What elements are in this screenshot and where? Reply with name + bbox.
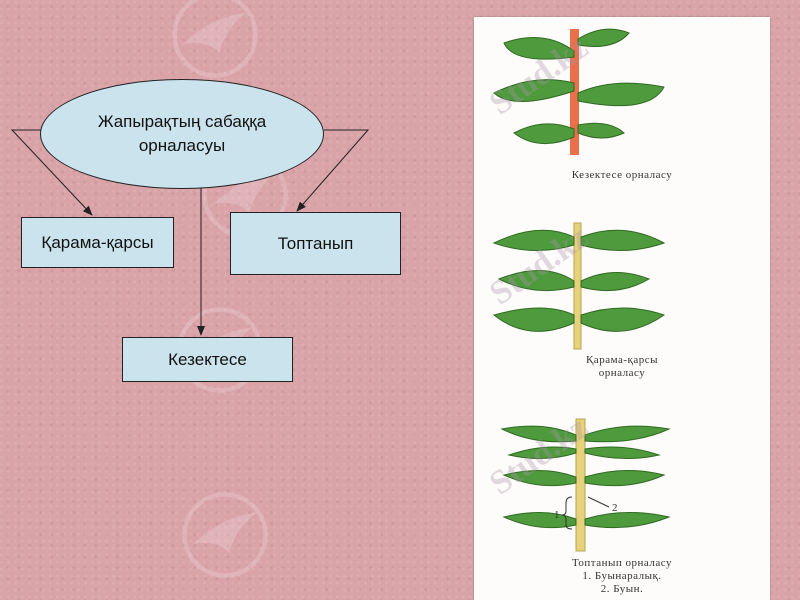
leaf <box>492 229 575 251</box>
leaf <box>584 425 671 443</box>
node-kezektese: Кезектесе <box>122 337 293 382</box>
stem-orange <box>570 29 579 155</box>
leaf <box>584 470 666 487</box>
caption-whorled-line3: 2. Буын. <box>600 583 644 595</box>
caption-opposite-line1: Қарама-қарсы <box>585 354 659 366</box>
node-qarama-qarsy: Қарама-қарсы <box>21 217 174 268</box>
leaf <box>502 469 577 487</box>
marker-1: 1 <box>554 509 560 521</box>
node-kezektese-label: Кезектесе <box>168 349 247 369</box>
leaf <box>513 123 575 145</box>
stem-yellow <box>573 222 582 350</box>
leaf <box>502 511 577 529</box>
leaf <box>577 122 625 139</box>
caption-whorled-line2: 1. Буынаралық. <box>582 570 662 582</box>
leaf <box>584 512 671 529</box>
node-pointer <box>587 496 610 508</box>
center-node: Жапырақтың сабаққа орналасуы <box>40 79 324 189</box>
leaf <box>507 446 577 460</box>
leaf <box>584 446 661 460</box>
watermark-bird-logo-1 <box>172 0 258 78</box>
leaf <box>503 37 575 60</box>
leaf <box>577 82 665 107</box>
node-toptanyp-label: Топтанып <box>277 233 354 253</box>
leaf <box>580 307 666 332</box>
plant-opposite-illustration <box>492 222 666 350</box>
leaf <box>580 271 651 292</box>
plant-whorled-illustration: 1 2 <box>500 418 671 552</box>
leaf <box>580 229 666 251</box>
arrow-to-toptanyp <box>296 129 370 212</box>
plant-alternate-illustration <box>493 28 665 155</box>
leaf <box>492 307 575 332</box>
arrow-to-qarama <box>10 129 93 216</box>
internode-bracket <box>561 496 573 530</box>
marker-2: 2 <box>612 502 618 514</box>
node-qarama-label: Қарама-қарсы <box>41 232 154 252</box>
caption-whorled-line1: Топтанып орналасу <box>572 557 672 569</box>
center-label-line2: орналасуы <box>138 136 226 155</box>
leaf <box>500 425 577 443</box>
center-label-line1: Жапырақтың сабаққа <box>97 112 267 131</box>
leaf <box>577 28 630 47</box>
caption-opposite-line2: орналасу <box>598 367 646 379</box>
leaf <box>497 270 575 292</box>
node-toptanyp: Топтанып <box>230 212 401 275</box>
caption-alternate: Кезектесе орналасу <box>571 169 673 181</box>
illustration-panel: Кезектесе орналасу Қарама-қарсы орналасу… <box>474 17 770 600</box>
leaf <box>493 79 575 102</box>
watermark-bird-logo-4 <box>182 492 268 578</box>
stem-yellow <box>575 418 586 552</box>
